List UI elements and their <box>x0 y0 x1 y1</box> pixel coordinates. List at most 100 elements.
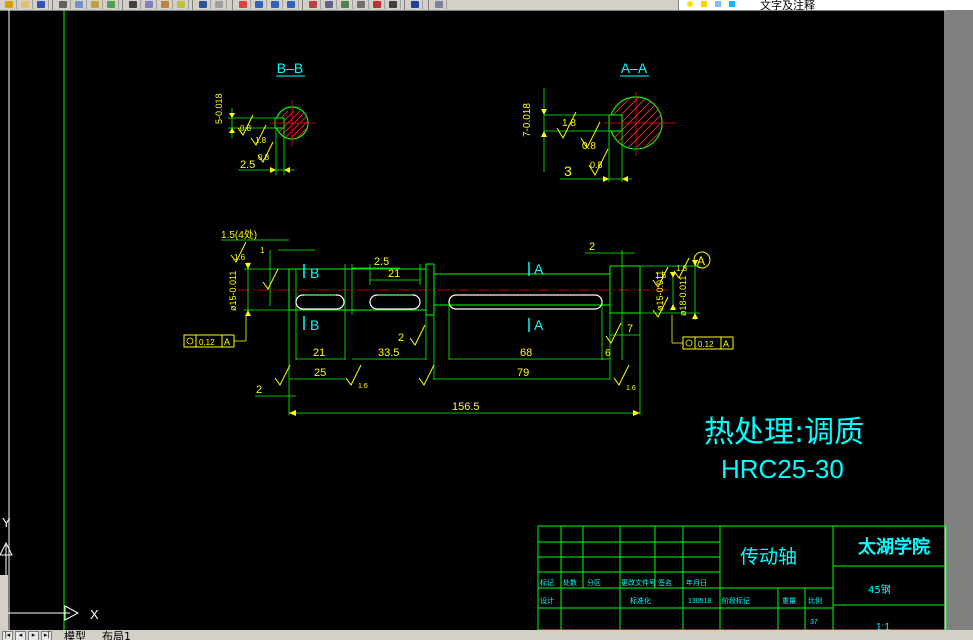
tool-palettes-icon[interactable] <box>338 0 353 9</box>
tab-layout1[interactable]: 布局1 <box>102 630 131 640</box>
zoom-previous-icon[interactable] <box>284 0 299 9</box>
copy-icon[interactable] <box>142 0 157 9</box>
gtol-frame-right: 0.12 A <box>671 315 734 350</box>
tb-label-design: 设计 <box>540 596 554 605</box>
new-icon[interactable] <box>18 0 33 9</box>
section-marker-a-top: A <box>534 261 544 277</box>
publish-icon[interactable] <box>88 0 103 9</box>
color-swatch-icon <box>729 1 735 7</box>
tb-label-date: 年月日 <box>686 578 707 587</box>
tb-count: 37 <box>810 619 818 626</box>
dia-right1-label: ø15-0.011 <box>655 271 665 311</box>
calculator-icon[interactable] <box>386 0 401 9</box>
zoom-window-icon[interactable] <box>268 0 283 9</box>
properties-icon[interactable] <box>306 0 321 9</box>
section-aa: A–A 7-0.018 1.8 0.8 0.8 3 <box>522 60 676 182</box>
tb-date-code: 130518 <box>688 598 711 605</box>
standard-toolbar: 文字及注释 <box>0 0 973 11</box>
bb-dim-25: 2.5 <box>240 159 255 171</box>
keyway-3 <box>448 294 603 310</box>
aa-tolerance-label: 7-0.018 <box>522 103 533 137</box>
help-icon[interactable] <box>408 0 423 9</box>
layer-manager-icon[interactable] <box>432 0 447 9</box>
tb-label-zone: 分区 <box>587 578 601 587</box>
section-marker-a-bottom: A <box>534 317 544 333</box>
dim-2-top-right: 2 <box>589 241 595 253</box>
redo-icon[interactable] <box>212 0 227 9</box>
save-icon[interactable] <box>34 0 49 9</box>
paste-icon[interactable] <box>158 0 173 9</box>
shaft-rough-right-2: 1.8 <box>676 264 688 273</box>
undo-icon[interactable] <box>196 0 211 9</box>
markup-icon[interactable] <box>370 0 385 9</box>
ucs-y-label: Y <box>2 515 11 530</box>
dia-right2-label: ø18-0.011 <box>678 276 688 316</box>
zoom-realtime-icon[interactable] <box>252 0 267 9</box>
tab-prev-icon[interactable]: ◂ <box>15 631 26 640</box>
tab-last-icon[interactable]: ▸| <box>41 631 52 640</box>
aa-rough-1: 1.8 <box>562 118 576 129</box>
shaft-rough-right-1: 1.6 <box>655 271 667 280</box>
match-properties-icon[interactable] <box>174 0 189 9</box>
tb-label-sign: 签名 <box>658 578 672 587</box>
tb-label-stage: 阶段标记 <box>722 596 750 605</box>
school-name: 太湖学院 <box>858 536 930 558</box>
section-aa-title: A–A <box>621 60 648 76</box>
rough-16-bottom-1: 1.6 <box>358 383 368 390</box>
aa-rough-2: 0.8 <box>582 141 596 152</box>
sheet-set-icon[interactable] <box>354 0 369 9</box>
part-name: 传动轴 <box>740 546 797 568</box>
plot-icon[interactable] <box>104 0 119 9</box>
preview-icon[interactable] <box>72 0 87 9</box>
layout-tabbar: |◂ ◂ ▸ ▸| 模型 布局1 <box>0 630 973 640</box>
dim-21-bottom: 21 <box>313 347 325 359</box>
section-bb: B–B 5-0.018 0.8 1.8 0.8 2.5 <box>214 60 316 175</box>
dim-79: 79 <box>517 367 529 379</box>
keyway-2 <box>369 294 421 310</box>
layer-dropdown[interactable] <box>678 0 973 10</box>
dia-left-label: ø15-0.011 <box>228 271 238 311</box>
gtol-left-value: 0.12 <box>199 338 215 347</box>
scale: 1:1 <box>876 622 890 630</box>
shaft-main-view: B B A A 1.5(4处) 1.6 1 ø15-0.011 21 2.5 2… <box>183 229 734 416</box>
tb-label-count: 处数 <box>563 578 577 587</box>
gtol-right-datum: A <box>723 339 729 349</box>
drawing-canvas[interactable]: B–B 5-0.018 0.8 1.8 0.8 2.5 A–A <box>0 10 973 630</box>
bb-rough-3: 0.8 <box>258 153 270 162</box>
tab-first-icon[interactable]: |◂ <box>2 631 13 640</box>
dim-21-top: 21 <box>388 268 400 280</box>
bb-rough-2: 1.8 <box>255 136 267 145</box>
tab-model[interactable]: 模型 <box>64 630 86 640</box>
cut-icon[interactable] <box>126 0 141 9</box>
print-icon[interactable] <box>56 0 71 9</box>
open-icon[interactable] <box>2 0 17 9</box>
gtol-left-datum: A <box>224 337 230 347</box>
sun-icon[interactable] <box>701 1 707 7</box>
dim-6: 6 <box>605 348 611 359</box>
aa-dim-3: 3 <box>564 163 572 179</box>
heat-treatment-note: 热处理:调质 <box>704 415 864 450</box>
design-center-icon[interactable] <box>322 0 337 9</box>
dim-25-bottom: 25 <box>314 367 326 379</box>
right-scrollbar[interactable] <box>946 10 973 630</box>
section-bb-title: B–B <box>277 60 303 76</box>
tb-label-scale: 比例 <box>808 596 822 605</box>
keyway-1 <box>295 294 345 310</box>
gtol-right-value: 0.12 <box>698 340 714 349</box>
bb-tolerance-label: 5-0.018 <box>214 93 224 124</box>
ucs-icon: X Y <box>0 515 99 622</box>
tb-label-std: 标准化 <box>630 596 651 605</box>
chamfer-note: 1.5(4处) <box>221 229 257 241</box>
tab-next-icon[interactable]: ▸ <box>28 631 39 640</box>
datum-a-circle-label: A <box>697 254 705 268</box>
ucs-x-label: X <box>90 607 99 622</box>
bb-rough-1: 0.8 <box>240 124 252 133</box>
aa-rough-3: 0.8 <box>590 160 603 170</box>
tb-label-mark: 标记 <box>540 578 554 587</box>
dim-33-5: 33.5 <box>378 347 399 359</box>
pan-icon[interactable] <box>236 0 251 9</box>
lightbulb-icon[interactable] <box>687 1 693 7</box>
shaft-dim-1: 1 <box>260 246 265 255</box>
lock-icon[interactable] <box>715 1 721 7</box>
tb-label-docno: 更改文件号 <box>621 578 656 587</box>
